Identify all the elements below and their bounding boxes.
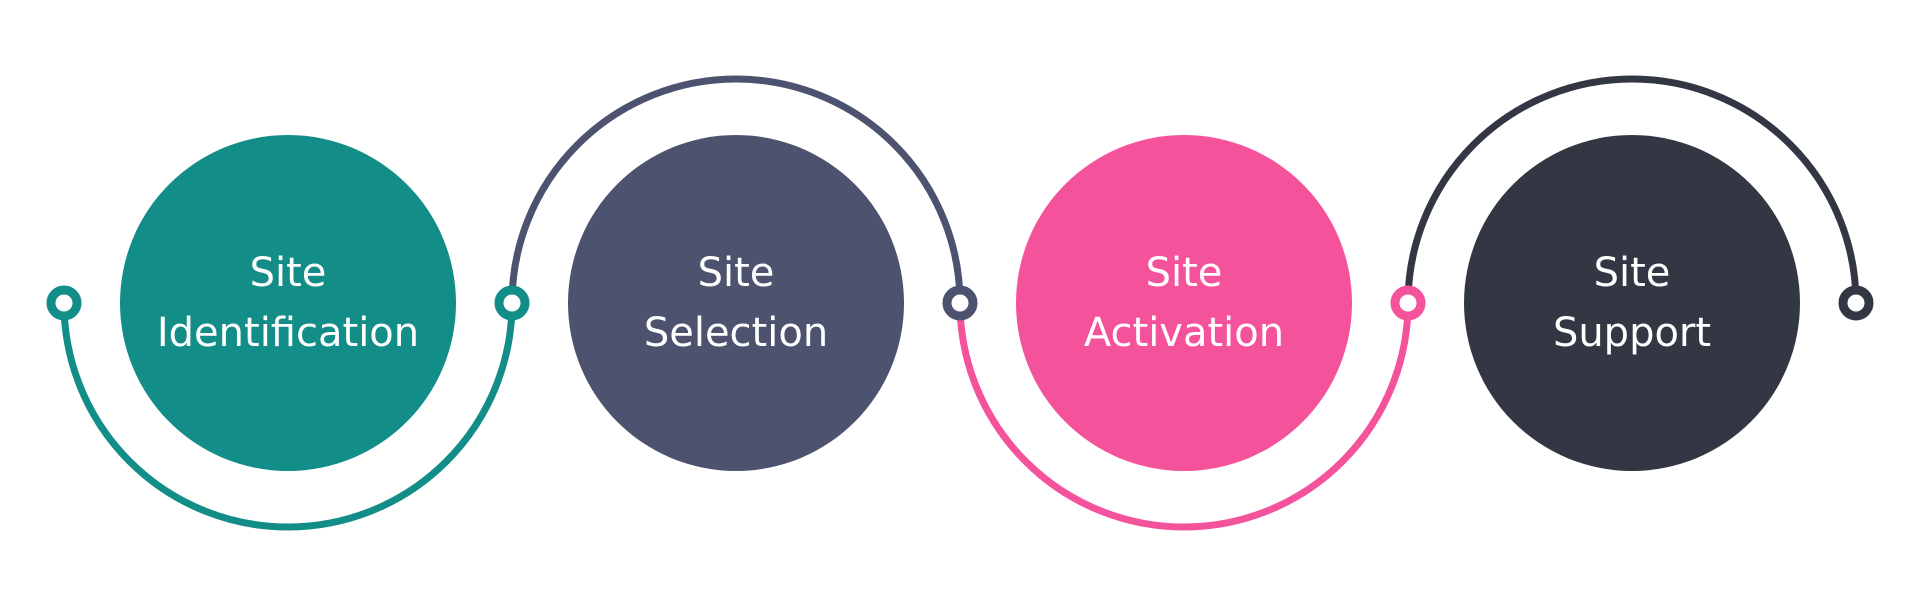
step-label-site-selection: Site Selection bbox=[568, 135, 904, 471]
step-label-line1: Site bbox=[1145, 250, 1223, 296]
connector-node-1 bbox=[46, 285, 82, 321]
connector-node-3 bbox=[942, 285, 978, 321]
step-label-line2: Support bbox=[1552, 310, 1712, 356]
step-label-site-activation: Site Activation bbox=[1016, 135, 1352, 471]
step-label-line2: Selection bbox=[643, 310, 829, 356]
connector-node-2 bbox=[494, 285, 530, 321]
step-label-line1: Site bbox=[697, 250, 775, 296]
step-label-line1: Site bbox=[1593, 250, 1671, 296]
step-circle-2 bbox=[568, 135, 904, 471]
step-label-line2: Activation bbox=[1083, 310, 1285, 356]
step-label-site-support: Site Support bbox=[1464, 135, 1800, 471]
step-label-site-identification: Site Identification bbox=[120, 135, 456, 471]
step-circle-4 bbox=[1464, 135, 1800, 471]
connector-arc-3 bbox=[956, 302, 1412, 531]
connector-node-5 bbox=[1838, 285, 1874, 321]
connector-arc-2 bbox=[508, 75, 964, 304]
step-circle-1 bbox=[120, 135, 456, 471]
step-circle-3 bbox=[1016, 135, 1352, 471]
connector-arc-4 bbox=[1404, 75, 1860, 304]
connector-node-4 bbox=[1390, 285, 1426, 321]
connector-arc-1 bbox=[60, 302, 516, 531]
step-label-line1: Site bbox=[249, 250, 327, 296]
step-label-line2: Identification bbox=[156, 310, 420, 356]
